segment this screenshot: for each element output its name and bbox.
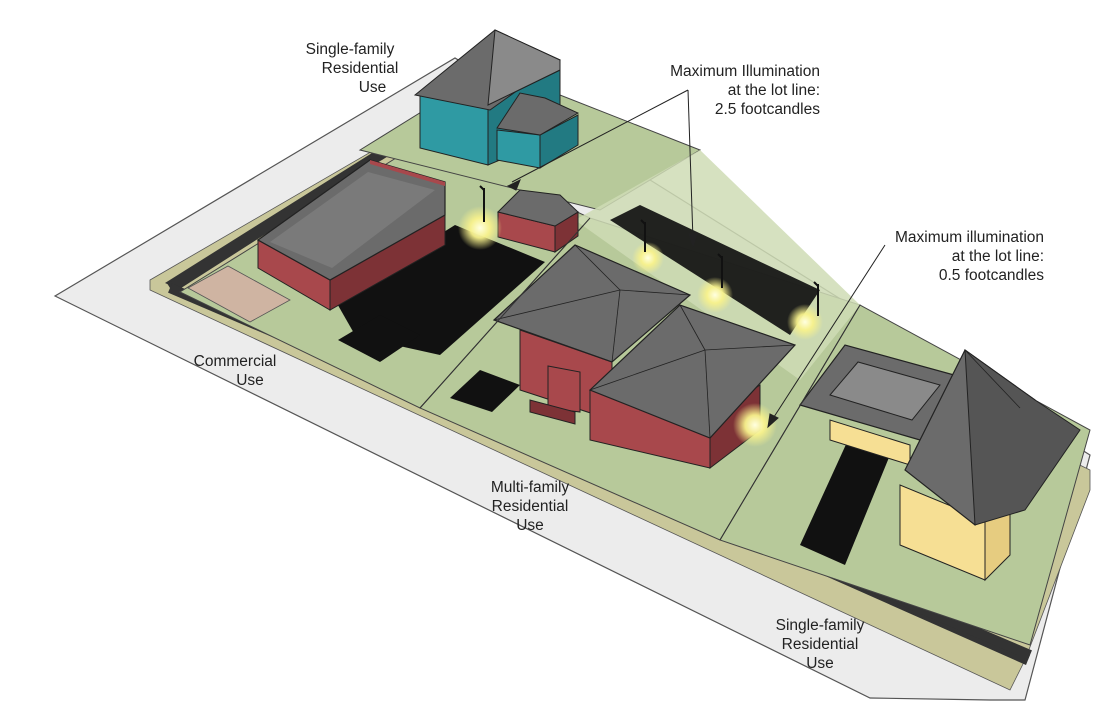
light-glow (697, 277, 733, 313)
label-commercial: Commercial Use (175, 352, 295, 390)
label-single-family-bottom: Single-family Residential Use (755, 616, 885, 673)
label-single-family-top: Single-family Residential Use (280, 40, 420, 97)
light-glow (458, 206, 502, 250)
teal-house (415, 30, 578, 168)
light-glow (632, 242, 664, 274)
label-max-illumination-2-5: Maximum Illumination at the lot line: 2.… (610, 62, 820, 119)
label-multi-family: Multi-family Residential Use (470, 478, 590, 535)
label-max-illumination-0-5: Maximum illumination at the lot line: 0.… (838, 228, 1044, 285)
